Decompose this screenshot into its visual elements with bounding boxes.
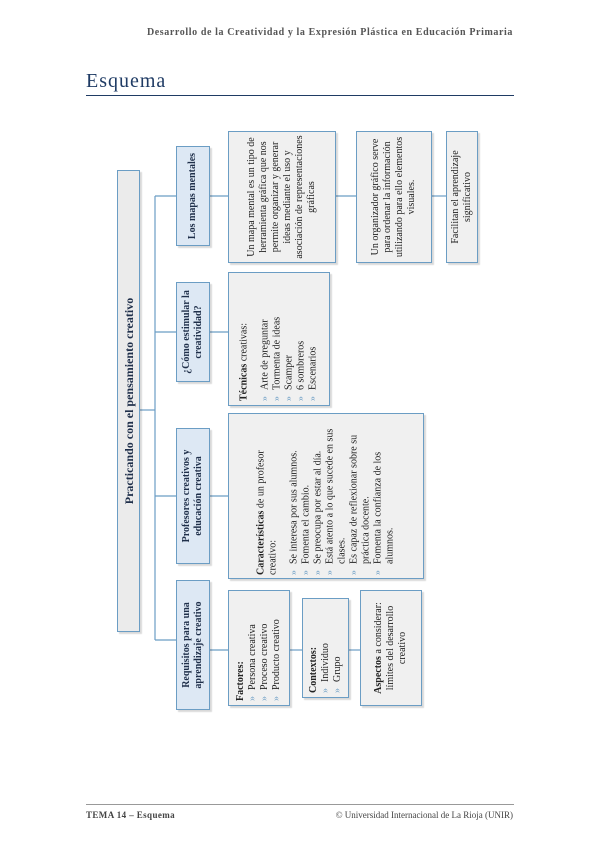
detail-content: Técnicas creativas: Arte de preguntar To… <box>239 277 320 401</box>
detail-content: Factores: Persona creativa Proceso creat… <box>235 595 283 701</box>
detail-title: Factores: <box>235 661 246 701</box>
detail-text: Un mapa mental es un tipo de herramienta… <box>246 135 317 259</box>
detail-box-factores: Factores: Persona creativa Proceso creat… <box>228 590 290 706</box>
techniques-list: Arte de preguntar Tormenta de ideas Scam… <box>260 277 320 401</box>
list-item: Arte de preguntar <box>260 277 272 401</box>
detail-box-definicion-mapa: Un mapa mental es un tipo de herramienta… <box>228 131 336 263</box>
list-item: 6 sombreros <box>296 277 308 401</box>
list-item: Fomenta el cambio. <box>301 417 313 575</box>
detail-box-contextos: Contextos: Individuo Grupo <box>302 598 349 698</box>
topic-label: Los mapas mentales <box>187 152 198 240</box>
list-item: Escenarios <box>308 277 320 401</box>
topic-box-profesores-creativos: Profesores creativos y educación creativ… <box>176 428 210 564</box>
detail-content: Características de un profesor creativo:… <box>256 417 397 575</box>
list-item: Scamper <box>284 277 296 401</box>
list-item: Proceso creativo <box>259 595 271 701</box>
detail-lead-bold: Características <box>255 510 267 575</box>
list-item: Individuo <box>320 603 332 693</box>
page-title: Esquema <box>86 70 167 92</box>
topic-label: Requisitos para una aprendizaje creativo <box>181 601 204 689</box>
topic-box-estimular-creatividad: ¿Cómo estimular la creatividad? <box>176 282 210 382</box>
footer-copyright: © Universidad Internacional de La Rioja … <box>335 810 513 820</box>
detail-title: Contextos: <box>307 646 319 693</box>
characteristics-list: Se interesa por sus alumnos. Fomenta el … <box>289 417 397 575</box>
topic-label: ¿Cómo estimular la creatividad? <box>181 290 204 374</box>
running-header: Desarrollo de la Creatividad y la Expres… <box>146 27 513 38</box>
list-item: Grupo <box>332 603 344 693</box>
topic-box-requisitos: Requisitos para una aprendizaje creativo <box>176 580 210 710</box>
detail-box-caracteristicas: Características de un profesor creativo:… <box>228 413 424 579</box>
main-topic-label: Practicando con el pensamiento creativo <box>121 297 136 505</box>
detail-content: Contextos: Individuo Grupo <box>308 603 344 693</box>
main-topic-box: Practicando con el pensamiento creativo <box>117 170 140 632</box>
topic-box-mapas-mentales: Los mapas mentales <box>176 146 210 246</box>
list-item: Fomenta la confianza de los alumnos. <box>373 417 397 575</box>
list-item: Es capaz de reflexionar sobre su práctic… <box>349 417 373 575</box>
detail-box-aprendizaje: Facilitan el aprendizaje significativo <box>446 131 478 263</box>
list-item: Se preocupa por estar al día. <box>313 417 325 575</box>
detail-box-tecnicas: Técnicas creativas: Arte de preguntar To… <box>228 272 330 406</box>
detail-content: Aspectos a considerar: límites del desar… <box>373 595 409 701</box>
detail-box-organizador: Un organizador gráfico serve para ordena… <box>356 131 432 263</box>
list-item: Está atento a lo que sucede en sus clase… <box>325 417 349 575</box>
detail-box-aspectos: Aspectos a considerar: límites del desar… <box>360 590 422 706</box>
detail-lead-rest: creativas: <box>238 322 250 364</box>
title-underline <box>86 95 514 96</box>
footer-divider <box>86 804 514 805</box>
list-item: Producto creativo <box>271 595 283 701</box>
list-item: Tormenta de ideas <box>272 277 284 401</box>
topic-label: Profesores creativos y educación creativ… <box>181 449 204 543</box>
factors-list: Persona creativa Proceso creativo Produc… <box>247 595 283 701</box>
detail-text: Un organizador gráfico serve para ordena… <box>370 136 417 258</box>
detail-lead-bold: Técnicas <box>238 363 250 401</box>
list-item: Persona creativa <box>247 595 259 701</box>
contexts-list: Individuo Grupo <box>320 603 344 693</box>
detail-lead-bold: Aspectos <box>373 656 384 694</box>
list-item: Se interesa por sus alumnos. <box>289 417 301 575</box>
footer-section-label: TEMA 14 – Esquema <box>86 810 176 820</box>
detail-text: Facilitan el aprendizaje significativo <box>450 150 473 244</box>
